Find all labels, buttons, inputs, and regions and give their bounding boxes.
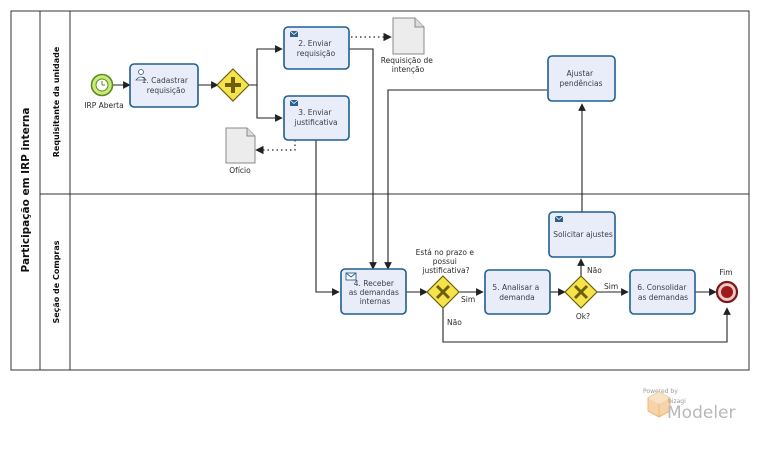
task-label-line: 6. Consolidar xyxy=(637,283,687,292)
gateway-label-line: Está no prazo e xyxy=(416,248,475,257)
exclusive-gateway-ok[interactable]: Ok? xyxy=(564,275,598,321)
flow-label-sim: Sim xyxy=(604,282,618,291)
task-consolidar-demandas[interactable]: 6. Consolidar as demandas xyxy=(629,269,696,315)
flow-prazo-nao xyxy=(442,307,731,343)
task-label-line: 3. Enviar xyxy=(298,108,332,117)
envelope-icon xyxy=(289,30,299,37)
document-oficio[interactable]: Ofício xyxy=(225,127,256,175)
sequence-flows xyxy=(113,45,731,343)
task-label-line: as demandas xyxy=(638,293,688,302)
flow-label-sim: Sim xyxy=(461,295,475,304)
start-event-label: IRP Aberta xyxy=(84,101,123,110)
document-oficio-label: Ofício xyxy=(229,166,251,175)
timer-icon xyxy=(101,81,105,86)
task-label-line: 1. Cadastrar xyxy=(142,76,189,85)
associations xyxy=(255,32,392,155)
task-label-line: as demandas xyxy=(349,288,399,297)
svg-text:Ajustar pendências: Ajustar pendências xyxy=(560,69,603,88)
flow-gateway-to-t3 xyxy=(256,85,283,122)
plus-icon xyxy=(225,77,241,93)
envelope-open-icon xyxy=(345,272,357,281)
end-event[interactable]: Fim xyxy=(715,268,739,304)
envelope-icon xyxy=(554,215,564,222)
task-cadastrar-requisicao[interactable]: 1. Cadastrar requisição xyxy=(129,63,199,108)
start-event[interactable]: IRP Aberta xyxy=(84,73,124,111)
task-label-line: justificativa xyxy=(293,118,337,127)
document-label-line: Requisição de xyxy=(381,56,434,65)
task-label-line: Ajustar xyxy=(567,69,594,78)
flow-gateway-to-t2 xyxy=(248,45,283,86)
pool-title: Participação em IRP interna xyxy=(20,108,32,273)
flow-label-nao: Não xyxy=(447,318,462,327)
flow-ajustar-to-t4 xyxy=(384,89,547,270)
end-event-label: Fim xyxy=(719,268,732,277)
x-icon xyxy=(573,284,589,300)
svg-text:Requisição de intenção: Requisição de intenção xyxy=(381,56,436,74)
svg-text:4. Receber as demandas: 4. Receber as demandas internas xyxy=(349,279,402,306)
gateway-label-line: justificativa? xyxy=(421,266,469,275)
flow-label-nao: Não xyxy=(587,266,602,275)
task-label-line: 4. Receber xyxy=(354,279,395,288)
branding: Powered by bizagi Modeler xyxy=(643,388,736,423)
task-label-line: demanda xyxy=(499,293,534,302)
task-label-line: pendências xyxy=(560,79,603,88)
task-analisar-demanda[interactable]: 5. Analisar a demanda xyxy=(484,269,551,315)
document-label-line: intenção xyxy=(392,65,425,74)
task-label-line: 2. Enviar xyxy=(298,39,332,48)
envelope-icon xyxy=(289,99,299,106)
parallel-gateway[interactable] xyxy=(216,68,250,102)
exclusive-gateway-prazo[interactable]: Está no prazo e possui justificativa? xyxy=(416,248,477,309)
task-label-line: internas xyxy=(360,297,391,306)
task-solicitar-ajustes[interactable]: Solicitar ajustes xyxy=(548,211,616,258)
task-label-line: requisição xyxy=(147,86,186,95)
svg-text:5. Analisar a demanda: 5. Analisar a demanda xyxy=(492,283,541,302)
flow-t3-to-t4 xyxy=(315,140,340,296)
task-receber-demandas[interactable]: 4. Receber as demandas internas xyxy=(340,268,407,315)
task-label-line: 5. Analisar a xyxy=(492,283,539,292)
powered-by-text: Powered by xyxy=(643,388,678,395)
product-name: Modeler xyxy=(667,403,736,423)
gateway-ok-label: Ok? xyxy=(576,312,590,321)
lane-label-requisitante: Requisitante da unidade xyxy=(52,46,61,157)
svg-text:1. Cadastrar requisição: 1. Cadastrar requisição xyxy=(142,76,191,95)
svg-text:2. Enviar requisição: 2. Enviar requisição xyxy=(297,39,336,58)
bizagi-logo-icon xyxy=(647,391,671,418)
flow-t2-to-t4 xyxy=(349,48,377,270)
svg-text:Está no prazo e possui: Está no prazo e possui justificativa? xyxy=(416,248,477,275)
svg-text:6. Consolidar as demanda: 6. Consolidar as demandas xyxy=(637,283,689,302)
x-icon xyxy=(435,284,451,300)
task-enviar-justificativa[interactable]: 3. Enviar justificativa xyxy=(283,95,350,141)
task-enviar-requisicao[interactable]: 2. Enviar requisição xyxy=(283,26,350,70)
association-t3-oficio xyxy=(255,140,296,155)
brand-name: bizagi xyxy=(668,398,686,405)
task-ajustar-pendencias[interactable]: Ajustar pendências xyxy=(547,55,616,102)
user-icon xyxy=(135,69,147,81)
document-requisicao-intencao[interactable]: Requisição de intenção xyxy=(381,17,436,74)
gateway-label-line: possui xyxy=(433,257,457,266)
lane-label-compras: Seção de Compras xyxy=(52,240,61,323)
task-label-line: Solicitar ajustes xyxy=(553,230,613,239)
task-label-line: requisição xyxy=(297,49,336,58)
svg-text:3. Enviar justificativa: 3. Enviar justificativa xyxy=(293,108,337,127)
